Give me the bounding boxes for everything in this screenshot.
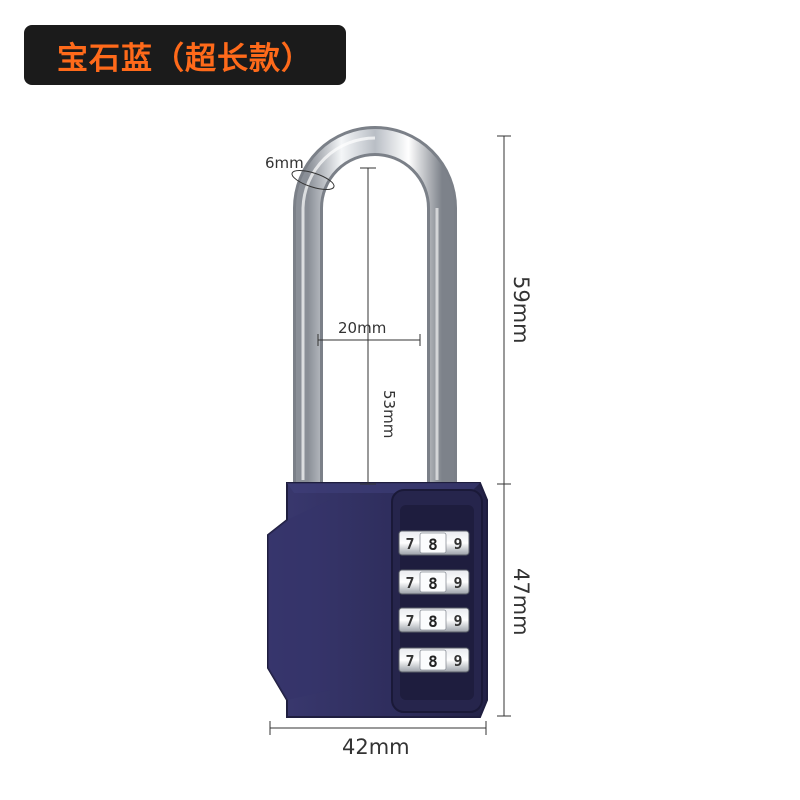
dial-digit: 9	[453, 612, 462, 630]
dial-digit: 8	[428, 612, 438, 631]
shackle-thickness-label: 6mm	[265, 154, 304, 172]
lock-body	[267, 482, 488, 718]
dial-wheel[interactable]: 7 8 9	[398, 647, 470, 673]
inner-width-label: 20mm	[338, 319, 386, 337]
dial-digit: 7	[405, 652, 414, 670]
body-height-label: 47mm	[509, 568, 533, 636]
dial-digit: 8	[428, 574, 438, 593]
dial-digit: 8	[428, 652, 438, 671]
inner-height-label: 53mm	[380, 390, 398, 438]
variant-title-badge: 宝石蓝（超长款）	[24, 25, 346, 85]
dimension-annotations	[269, 135, 511, 735]
dial-wheel[interactable]: 7 8 9	[398, 530, 470, 556]
dial-wheel[interactable]: 7 8 9	[398, 607, 470, 633]
dial-digit: 7	[405, 574, 414, 592]
dial-digit: 9	[453, 535, 462, 553]
shackle-thickness-ring	[291, 169, 335, 191]
dial-digit: 7	[405, 535, 414, 553]
shackle	[293, 126, 457, 488]
dial-digit: 7	[405, 612, 414, 630]
body-width-label: 42mm	[342, 735, 410, 759]
dial-wheel[interactable]: 7 8 9	[398, 569, 470, 595]
variant-title: 宝石蓝（超长款）	[57, 40, 313, 77]
shackle-height-label: 59mm	[509, 276, 533, 344]
dial-digit: 9	[453, 574, 462, 592]
dial-digit: 8	[428, 535, 438, 554]
combination-dials: 7 8 9 7 8 9 7 8 9 7 8 9	[398, 530, 470, 673]
dial-digit: 9	[453, 652, 462, 670]
